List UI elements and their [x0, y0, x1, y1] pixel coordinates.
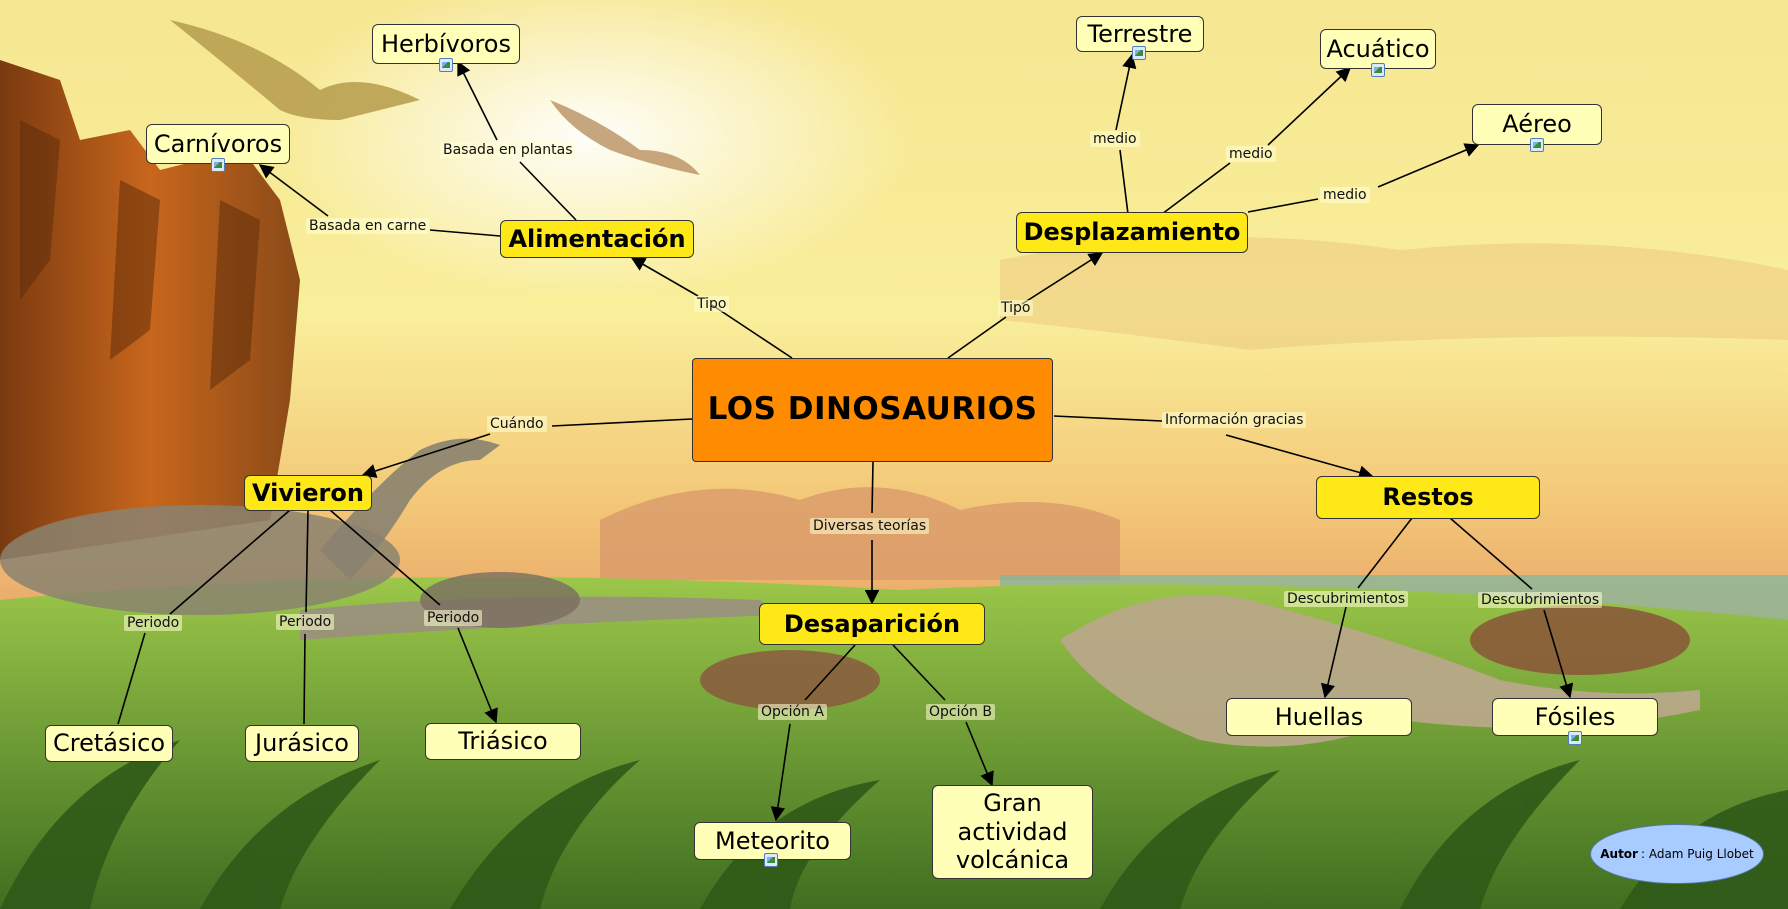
image-resource-icon[interactable] — [1568, 731, 1582, 745]
author-name: : Adam Puig Llobet — [1640, 847, 1754, 861]
leaf-node-aereo[interactable]: Aéreo — [1472, 104, 1602, 145]
author-bubble: Autor: Adam Puig Llobet — [1590, 824, 1764, 884]
leaf-node-acuatico[interactable]: Acuático — [1320, 29, 1436, 69]
leaf-label-carnivoros: Carnívoros — [153, 129, 283, 158]
link-label-basada-carne: Basada en carne — [306, 218, 430, 234]
concept-label-vivieron: Vivieron — [252, 478, 364, 507]
root-concept-label: LOS DINOSAURIOS — [707, 391, 1038, 428]
link-label-opcion-b: Opción B — [926, 704, 995, 720]
link-label-informacion-gracias: Información gracias — [1162, 412, 1307, 428]
link-label-medio-terrestre: medio — [1090, 131, 1140, 147]
concept-label-desaparicion: Desaparición — [783, 609, 961, 638]
concept-node-restos[interactable]: Restos — [1316, 476, 1540, 519]
concept-node-desaparicion[interactable]: Desaparición — [759, 603, 985, 645]
concept-node-alimentacion[interactable]: Alimentación — [500, 220, 694, 258]
link-label-tipo-alimentacion: Tipo — [694, 296, 730, 312]
leaf-label-volcanica: Gran actividad volcánica — [955, 788, 1070, 875]
leaf-node-fosiles[interactable]: Fósiles — [1492, 698, 1658, 736]
link-label-descubrimientos-fosiles: Descubrimientos — [1478, 592, 1603, 608]
leaf-label-cretasico: Cretásico — [52, 729, 166, 758]
leaf-label-terrestre: Terrestre — [1087, 19, 1193, 48]
leaf-label-meteorito: Meteorito — [715, 826, 830, 855]
link-label-medio-acuatico: medio — [1226, 146, 1276, 162]
leaf-node-herbivoros[interactable]: Herbívoros — [372, 24, 520, 64]
leaf-node-volcanica[interactable]: Gran actividad volcánica — [932, 785, 1093, 879]
leaf-label-aereo: Aéreo — [1502, 110, 1572, 139]
link-label-descubrimientos-huellas: Descubrimientos — [1284, 591, 1409, 607]
concept-label-alimentacion: Alimentación — [508, 224, 686, 253]
leaf-label-fosiles: Fósiles — [1534, 702, 1616, 731]
link-label-periodo-triasico: Periodo — [424, 610, 483, 626]
link-label-basada-plantas: Basada en plantas — [440, 142, 576, 158]
leaf-label-acuatico: Acuático — [1326, 34, 1430, 63]
document-resource-icon[interactable] — [764, 853, 778, 867]
link-label-diversas-teorias: Diversas teorías — [810, 518, 930, 534]
link-label-medio-aereo: medio — [1320, 187, 1370, 203]
concept-label-desplazamiento: Desplazamiento — [1023, 218, 1241, 247]
link-label-periodo-cretasico: Periodo — [124, 615, 183, 631]
link-label-tipo-desplazamiento: Tipo — [998, 300, 1034, 316]
image-resource-icon[interactable] — [1530, 138, 1544, 152]
link-label-opcion-a: Opción A — [758, 704, 827, 720]
leaf-node-triasico[interactable]: Triásico — [425, 723, 581, 760]
leaf-node-cretasico[interactable]: Cretásico — [45, 725, 173, 762]
image-resource-icon[interactable] — [439, 58, 453, 72]
concept-node-desplazamiento[interactable]: Desplazamiento — [1016, 212, 1248, 253]
leaf-node-huellas[interactable]: Huellas — [1226, 698, 1412, 736]
leaf-label-triasico: Triásico — [458, 727, 548, 756]
leaf-label-herbivoros: Herbívoros — [381, 29, 511, 58]
leaf-label-jurasico: Jurásico — [255, 729, 349, 758]
image-resource-icon[interactable] — [1371, 63, 1385, 77]
link-label-periodo-jurasico: Periodo — [276, 614, 335, 630]
leaf-node-carnivoros[interactable]: Carnívoros — [146, 124, 290, 164]
author-key: Autor — [1600, 847, 1638, 861]
image-resource-icon[interactable] — [1132, 46, 1146, 60]
image-resource-icon[interactable] — [211, 158, 225, 172]
concept-node-vivieron[interactable]: Vivieron — [244, 475, 372, 511]
root-concept-node[interactable]: LOS DINOSAURIOS — [692, 358, 1053, 462]
leaf-label-huellas: Huellas — [1274, 702, 1364, 731]
leaf-node-jurasico[interactable]: Jurásico — [245, 725, 359, 762]
link-label-cuando: Cuándo — [487, 416, 547, 432]
concept-label-restos: Restos — [1382, 483, 1474, 512]
